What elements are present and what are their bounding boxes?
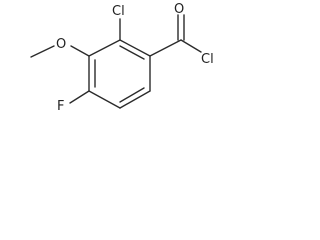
molecule-structure: Cl O Cl O F bbox=[30, 2, 214, 114]
bond-acyl-chlorine bbox=[180, 39, 202, 53]
acyl-chlorine-label: Cl bbox=[201, 52, 214, 67]
ring-chlorine-label: Cl bbox=[112, 4, 125, 19]
bond-ring-carbonyl-carbon bbox=[149, 39, 182, 57]
ring-bond-c4-c5 bbox=[88, 90, 121, 109]
carbonyl-oxygen-label: O bbox=[174, 2, 184, 17]
bond-ring-methoxy-oxygen bbox=[70, 45, 90, 57]
ring-double-bond-c5-c6 bbox=[119, 87, 145, 103]
methoxy-oxygen-label: O bbox=[56, 37, 66, 52]
fluorine-label: F bbox=[57, 99, 64, 114]
ring-bond-c2-c3 bbox=[88, 39, 121, 57]
bond-methoxy-methyl bbox=[30, 45, 55, 58]
ring-bond-c5-c6 bbox=[119, 90, 151, 109]
ring-bond-c1-c2 bbox=[119, 39, 151, 57]
structure-canvas: Cl O Cl O F bbox=[0, 0, 222, 138]
benzene-ring bbox=[88, 39, 151, 109]
bond-ring-fluorine bbox=[69, 90, 90, 104]
ring-double-bond-c1-c2 bbox=[119, 45, 145, 60]
